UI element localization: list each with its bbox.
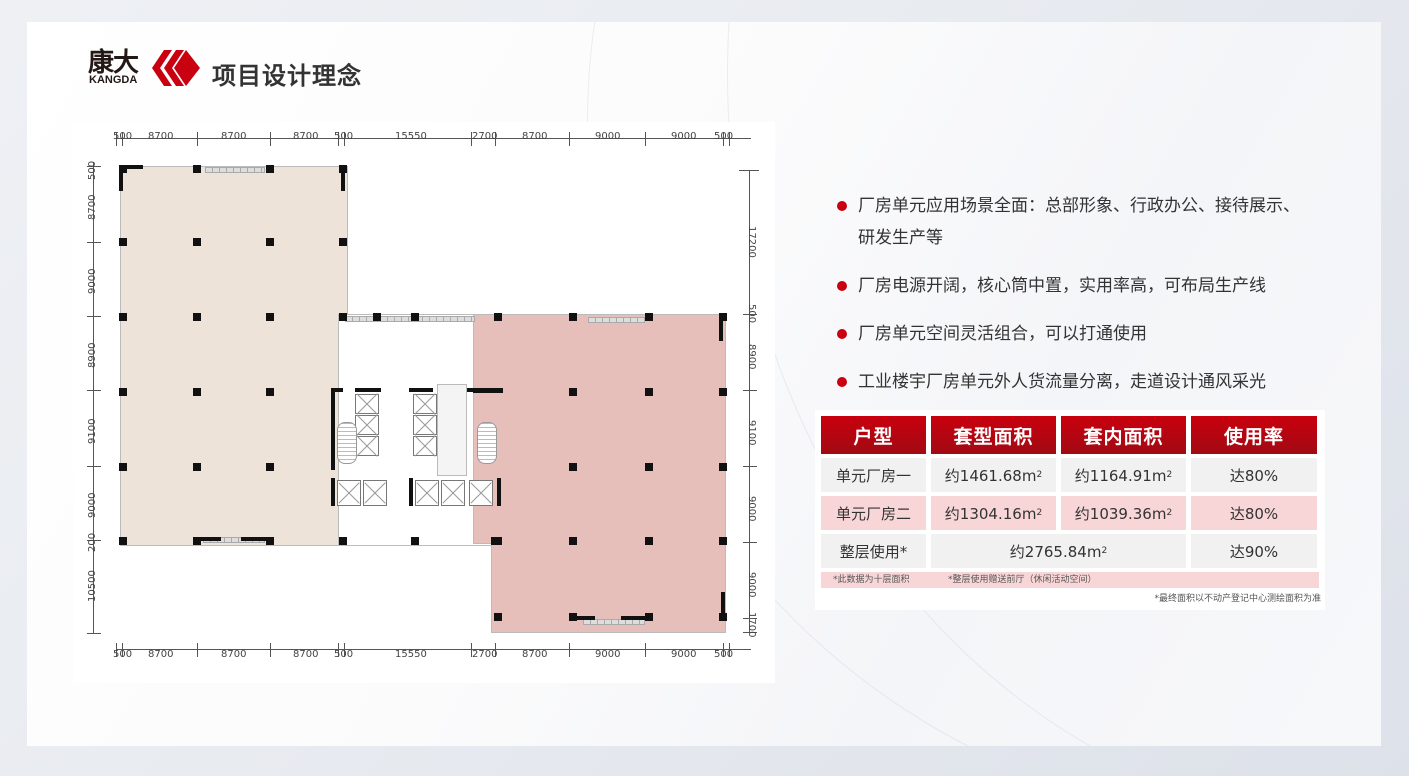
elevator: [415, 480, 439, 506]
table-cell: 单元厂房二: [821, 496, 926, 530]
dim-right-1: 500: [746, 304, 757, 324]
dim-top-5: 15550: [395, 131, 427, 142]
dim-left-6: 200: [87, 532, 98, 552]
elevator: [355, 415, 379, 435]
dim-right-2: 8900: [746, 344, 757, 370]
elevator: [337, 480, 361, 506]
unit-two-area[interactable]: [473, 314, 726, 544]
red-dot-icon: [837, 281, 847, 291]
dim-right-6: 1700: [746, 612, 757, 638]
feature-item: 厂房电源开阔，核心筒中置，实用率高，可布局生产线: [835, 270, 1315, 302]
feature-item: 工业楼宇厂房单元外人货流量分离，走道设计通风采光: [835, 366, 1315, 398]
dim-bottom-5: 15550: [395, 649, 427, 660]
table-header-gross-area: 套型面积: [931, 416, 1056, 454]
feature-list: 厂房单元应用场景全面：总部形象、行政办公、接待展示、研发生产等 厂房电源开阔，核…: [835, 190, 1315, 414]
table-notes: *此数据为十层面积 *整层使用赠送前厅（休闲活动空间）: [821, 572, 1319, 588]
dim-left-3: 8900: [87, 342, 98, 368]
window: [345, 316, 475, 322]
dim-left-7: 10500: [87, 570, 98, 602]
dim-right-0: 17200: [746, 226, 757, 258]
dim-left-4: 9100: [87, 418, 98, 444]
dim-bottom-10: 500: [714, 649, 734, 660]
dim-top-4: 500: [334, 131, 354, 142]
red-dot-icon: [837, 377, 847, 387]
dimension-line-left: [93, 162, 94, 634]
red-dot-icon: [837, 329, 847, 339]
logo-chevron-icon: [152, 50, 200, 86]
dim-left-0: 500: [87, 160, 98, 180]
elevator: [413, 415, 437, 435]
dimension-line-bottom: [116, 649, 751, 650]
dim-right-4: 9000: [746, 496, 757, 522]
feature-item: 厂房单元应用场景全面：总部形象、行政办公、接待展示、研发生产等: [835, 190, 1315, 254]
feature-item: 厂房单元空间灵活组合，可以打通使用: [835, 318, 1315, 350]
table-header-efficiency: 使用率: [1191, 416, 1317, 454]
page-title: 项目设计理念: [212, 62, 362, 90]
elevator: [441, 480, 465, 506]
logo-chinese: 康大: [88, 48, 139, 78]
dim-top-3: 8700: [293, 131, 319, 142]
window: [205, 167, 265, 173]
dim-top-10: 500: [714, 131, 734, 142]
restroom: [437, 384, 467, 476]
window: [583, 619, 645, 625]
dim-top-0: 500: [113, 131, 133, 142]
kangda-logo: 康大 KANGDA: [88, 44, 203, 90]
table-header-net-area: 套内面积: [1061, 416, 1186, 454]
elevator: [355, 394, 379, 414]
dim-bottom-4: 500: [334, 649, 354, 660]
note-lobby: *整层使用赠送前厅（休闲活动空间）: [948, 575, 1097, 585]
dim-bottom-7: 8700: [522, 649, 548, 660]
dim-bottom-6: 2700: [472, 649, 498, 660]
dim-top-2: 8700: [221, 131, 247, 142]
dim-top-9: 9000: [671, 131, 697, 142]
dim-bottom-1: 8700: [148, 649, 174, 660]
dim-left-5: 9000: [87, 492, 98, 518]
window: [588, 317, 645, 323]
table-cell: 达90%: [1191, 534, 1317, 568]
note-floor: *此数据为十层面积: [833, 575, 910, 585]
elevator: [355, 436, 379, 456]
staircase: [337, 422, 357, 464]
unit-two-area-lower[interactable]: [491, 540, 726, 633]
dim-bottom-8: 9000: [595, 649, 621, 660]
elevator: [413, 394, 437, 414]
dimension-line-right: [749, 170, 750, 632]
dim-bottom-0: 500: [113, 649, 133, 660]
dim-left-2: 9000: [87, 268, 98, 294]
dim-top-6: 2700: [472, 131, 498, 142]
table-footnote: *最终面积以不动产登记中心测绘面积为准: [1154, 594, 1321, 604]
table-cell: 整层使用*: [821, 534, 926, 568]
red-dot-icon: [837, 201, 847, 211]
elevator: [413, 436, 437, 456]
floor-plan: 500 8700 8700 8700 500 15550 2700 8700 9…: [73, 122, 775, 683]
table-cell: 达80%: [1191, 458, 1317, 492]
dim-bottom-9: 9000: [671, 649, 697, 660]
elevator: [469, 480, 493, 506]
staircase: [477, 422, 497, 464]
dim-bottom-3: 8700: [293, 649, 319, 660]
dim-top-8: 9000: [595, 131, 621, 142]
unit-one-area[interactable]: [120, 166, 348, 546]
elevator: [363, 480, 387, 506]
dim-top-1: 8700: [148, 131, 174, 142]
dim-right-5: 9000: [746, 572, 757, 598]
dim-right-3: 9100: [746, 420, 757, 446]
dimension-line-top: [116, 138, 751, 139]
table-header-type: 户型: [821, 416, 926, 454]
dim-left-1: 8700: [87, 194, 98, 220]
dim-bottom-2: 8700: [221, 649, 247, 660]
table-cell: 单元厂房一: [821, 458, 926, 492]
dim-top-7: 8700: [522, 131, 548, 142]
logo-english: KANGDA: [89, 74, 138, 86]
table-cell: 达80%: [1191, 496, 1317, 530]
